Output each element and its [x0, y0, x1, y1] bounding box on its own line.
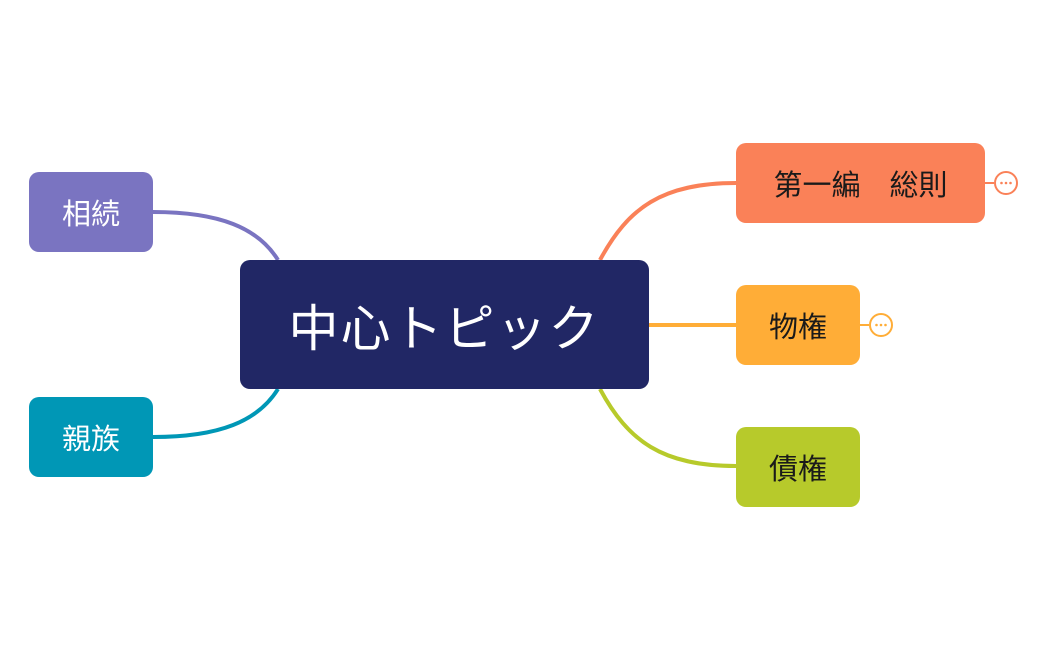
topic-saiken-label: 債権	[768, 452, 827, 486]
topic-sosoku[interactable]: 第一編 総則	[736, 143, 985, 223]
topic-shinzoku-label: 親族	[61, 422, 120, 456]
topic-sozoku[interactable]: 相続	[29, 172, 153, 252]
connector-saiken	[598, 388, 737, 468]
ellipsis-icon	[994, 171, 1018, 195]
ellipsis-icon	[869, 313, 893, 337]
central-topic[interactable]: 中心トピック	[240, 260, 649, 389]
topic-sozoku-label: 相続	[61, 197, 120, 231]
topic-bukken[interactable]: 物権	[736, 285, 860, 365]
expand-sosoku-button[interactable]	[994, 171, 1018, 195]
central-topic-label: 中心トピック	[288, 299, 601, 358]
connector-sozoku	[152, 210, 280, 262]
connector-shinzoku	[152, 387, 280, 439]
topic-saiken[interactable]: 債権	[736, 427, 860, 507]
expand-bukken-button[interactable]	[869, 313, 893, 337]
topic-sosoku-label: 第一編 総則	[773, 168, 948, 202]
topic-shinzoku[interactable]: 親族	[29, 397, 153, 477]
connector-sosoku	[598, 181, 737, 261]
topic-bukken-label: 物権	[768, 310, 827, 344]
